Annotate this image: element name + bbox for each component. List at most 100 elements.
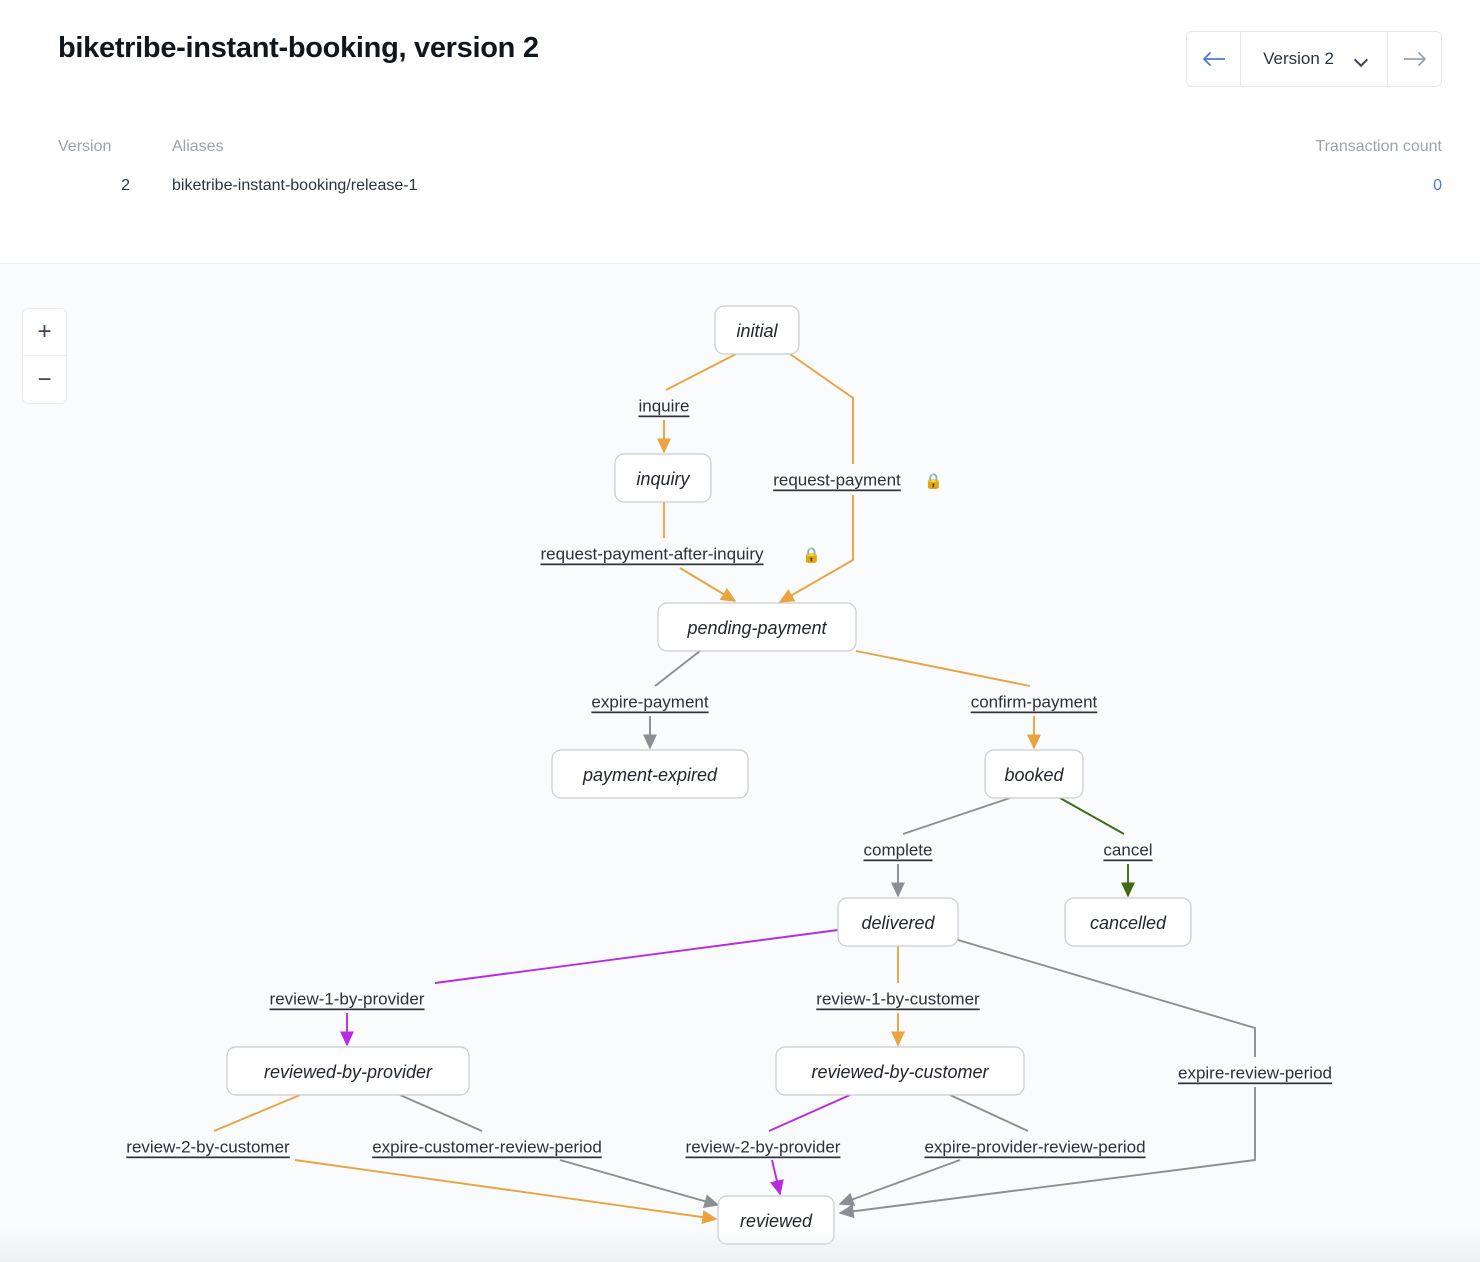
edge-rpai-pending — [679, 567, 737, 602]
next-version-button[interactable] — [1387, 32, 1441, 86]
zoom-controls: + − — [22, 308, 67, 404]
edge-label-bg — [890, 1133, 1180, 1159]
state-node-booked[interactable]: booked — [984, 749, 1084, 799]
edge-label-bg — [662, 1133, 864, 1159]
lock-icon: 🔒 — [924, 473, 943, 490]
edge-label-bg — [952, 688, 1118, 714]
edge-label-bg — [794, 985, 1004, 1011]
state-node-cancelled[interactable]: cancelled — [1064, 897, 1192, 947]
edge-delivered-expire-review-period — [957, 939, 1256, 1057]
node-label: pending-payment — [686, 618, 827, 638]
node-box — [657, 602, 857, 652]
edge-request-payment-pending — [778, 495, 854, 603]
version-select-value: Version 2 — [1263, 49, 1334, 68]
edge-booked-cancel — [1059, 797, 1125, 835]
edge-booked-complete — [902, 797, 1011, 835]
state-machine-graph: inquire request-payment 🔒 request-paymen… — [100, 305, 1360, 1245]
edge-rbc-expireprovider — [949, 1094, 1029, 1132]
version-meta-header-row: Version Aliases Transaction count — [58, 138, 1442, 168]
page-title: biketribe-instant-booking, version 2 — [58, 32, 539, 64]
edge-label-bg — [754, 466, 944, 492]
node-box — [614, 453, 712, 503]
edge-label-inquire[interactable]: inquire — [638, 397, 689, 416]
node-label: initial — [736, 321, 778, 341]
edge-label-review-2-by-customer[interactable]: review-2-by-customer — [126, 1138, 290, 1157]
cell-transaction-count[interactable]: 0 — [1433, 177, 1442, 194]
edge-label-request-payment-after-inquiry[interactable]: request-payment-after-inquiry — [541, 545, 764, 564]
node-label: reviewed — [740, 1211, 813, 1231]
page-header: biketribe-instant-booking, version 2 Ver… — [0, 0, 1480, 264]
edge-label-review-1-by-customer[interactable]: review-1-by-customer — [816, 990, 980, 1009]
node-label: reviewed-by-provider — [264, 1062, 433, 1082]
node-box — [714, 305, 800, 355]
edge-rbp-review2customer — [213, 1094, 301, 1132]
state-node-pending-payment[interactable]: pending-payment — [657, 602, 857, 652]
edge-label-review-2-by-provider[interactable]: review-2-by-provider — [686, 1138, 841, 1157]
previous-version-button[interactable] — [1187, 32, 1242, 86]
node-label: booked — [1004, 765, 1064, 785]
version-switcher: Version 2 — [1186, 31, 1442, 87]
node-label: inquiry — [636, 469, 690, 489]
node-label: cancelled — [1090, 913, 1167, 933]
edge-label-confirm-payment[interactable]: confirm-payment — [971, 693, 1098, 712]
node-box — [1064, 897, 1192, 947]
edge-label-bg — [572, 688, 730, 714]
edge-label-bg — [1096, 836, 1162, 862]
cell-alias: biketribe-instant-booking/release-1 — [172, 177, 418, 194]
edge-review2customer-reviewed — [294, 1159, 718, 1225]
state-node-payment-expired[interactable]: payment-expired — [551, 749, 749, 799]
state-node-inquiry[interactable]: inquiry — [614, 453, 712, 503]
table-row: 2 biketribe-instant-booking/release-1 0 — [58, 168, 1442, 204]
state-node-reviewed-by-customer[interactable]: reviewed-by-customer — [775, 1046, 1025, 1096]
node-label: reviewed-by-customer — [811, 1062, 989, 1082]
edge-expire-review-period-reviewed — [838, 1087, 1256, 1219]
node-label: payment-expired — [582, 765, 718, 785]
state-node-initial[interactable]: initial — [714, 305, 800, 355]
node-box — [551, 749, 749, 799]
edge-label-expire-payment[interactable]: expire-payment — [591, 693, 708, 712]
edge-review2provider-reviewed — [770, 1159, 784, 1196]
zoom-in-button[interactable]: + — [23, 309, 66, 356]
edge-label-expire-review-period[interactable]: expire-review-period — [1178, 1064, 1332, 1083]
edge-label-review-1-by-provider[interactable]: review-1-by-provider — [270, 990, 425, 1009]
column-header-transaction-count: Transaction count — [1315, 138, 1442, 155]
edge-rbc-review2provider — [768, 1094, 851, 1132]
edge-pending-confirm-payment — [855, 650, 1031, 687]
edge-rbp-expirecustomer — [399, 1094, 483, 1132]
edge-expirecustomer-reviewed — [559, 1159, 720, 1209]
edge-label-expire-provider-review-period[interactable]: expire-provider-review-period — [924, 1138, 1145, 1157]
state-node-reviewed[interactable]: reviewed — [717, 1195, 835, 1245]
version-select[interactable]: Version 2 — [1241, 32, 1387, 86]
graph-edges — [213, 353, 1256, 1225]
graph-nodes: initial inquiry pending-payment payment-… — [226, 305, 1192, 1245]
node-box — [984, 749, 1084, 799]
edge-label-request-payment[interactable]: request-payment — [773, 471, 901, 490]
edge-delivered-review1provider — [434, 929, 839, 984]
edge-label-bg — [852, 836, 946, 862]
edge-label-bg — [1152, 1059, 1360, 1085]
graph-edge-labels: inquire request-payment 🔒 request-paymen… — [100, 392, 1360, 1159]
edge-initial-request-payment — [789, 353, 854, 464]
edge-pending-expire-payment — [654, 650, 701, 687]
edge-label-cancel[interactable]: cancel — [1103, 841, 1152, 860]
edge-initial-inquire — [665, 353, 737, 391]
edge-expireprovider-reviewed — [838, 1159, 961, 1206]
column-header-version: Version — [58, 138, 112, 155]
edge-label-bg — [504, 540, 826, 566]
cell-version: 2 — [121, 177, 130, 194]
state-node-reviewed-by-provider[interactable]: reviewed-by-provider — [226, 1046, 470, 1096]
state-diagram-canvas[interactable]: + − — [0, 264, 1480, 1262]
zoom-out-button[interactable]: − — [37, 365, 52, 393]
node-label: delivered — [861, 913, 935, 933]
version-meta-table: Version Aliases Transaction count 2 bike… — [58, 138, 1442, 218]
chevron-down-icon — [1356, 55, 1369, 63]
state-node-delivered[interactable]: delivered — [837, 897, 959, 947]
node-box — [775, 1046, 1025, 1096]
edge-label-complete[interactable]: complete — [864, 841, 933, 860]
edge-label-bg — [338, 1133, 636, 1159]
arrow-left-icon — [1202, 52, 1225, 66]
edge-label-expire-customer-review-period[interactable]: expire-customer-review-period — [372, 1138, 602, 1157]
lock-icon: 🔒 — [802, 547, 821, 564]
node-box — [226, 1046, 470, 1096]
